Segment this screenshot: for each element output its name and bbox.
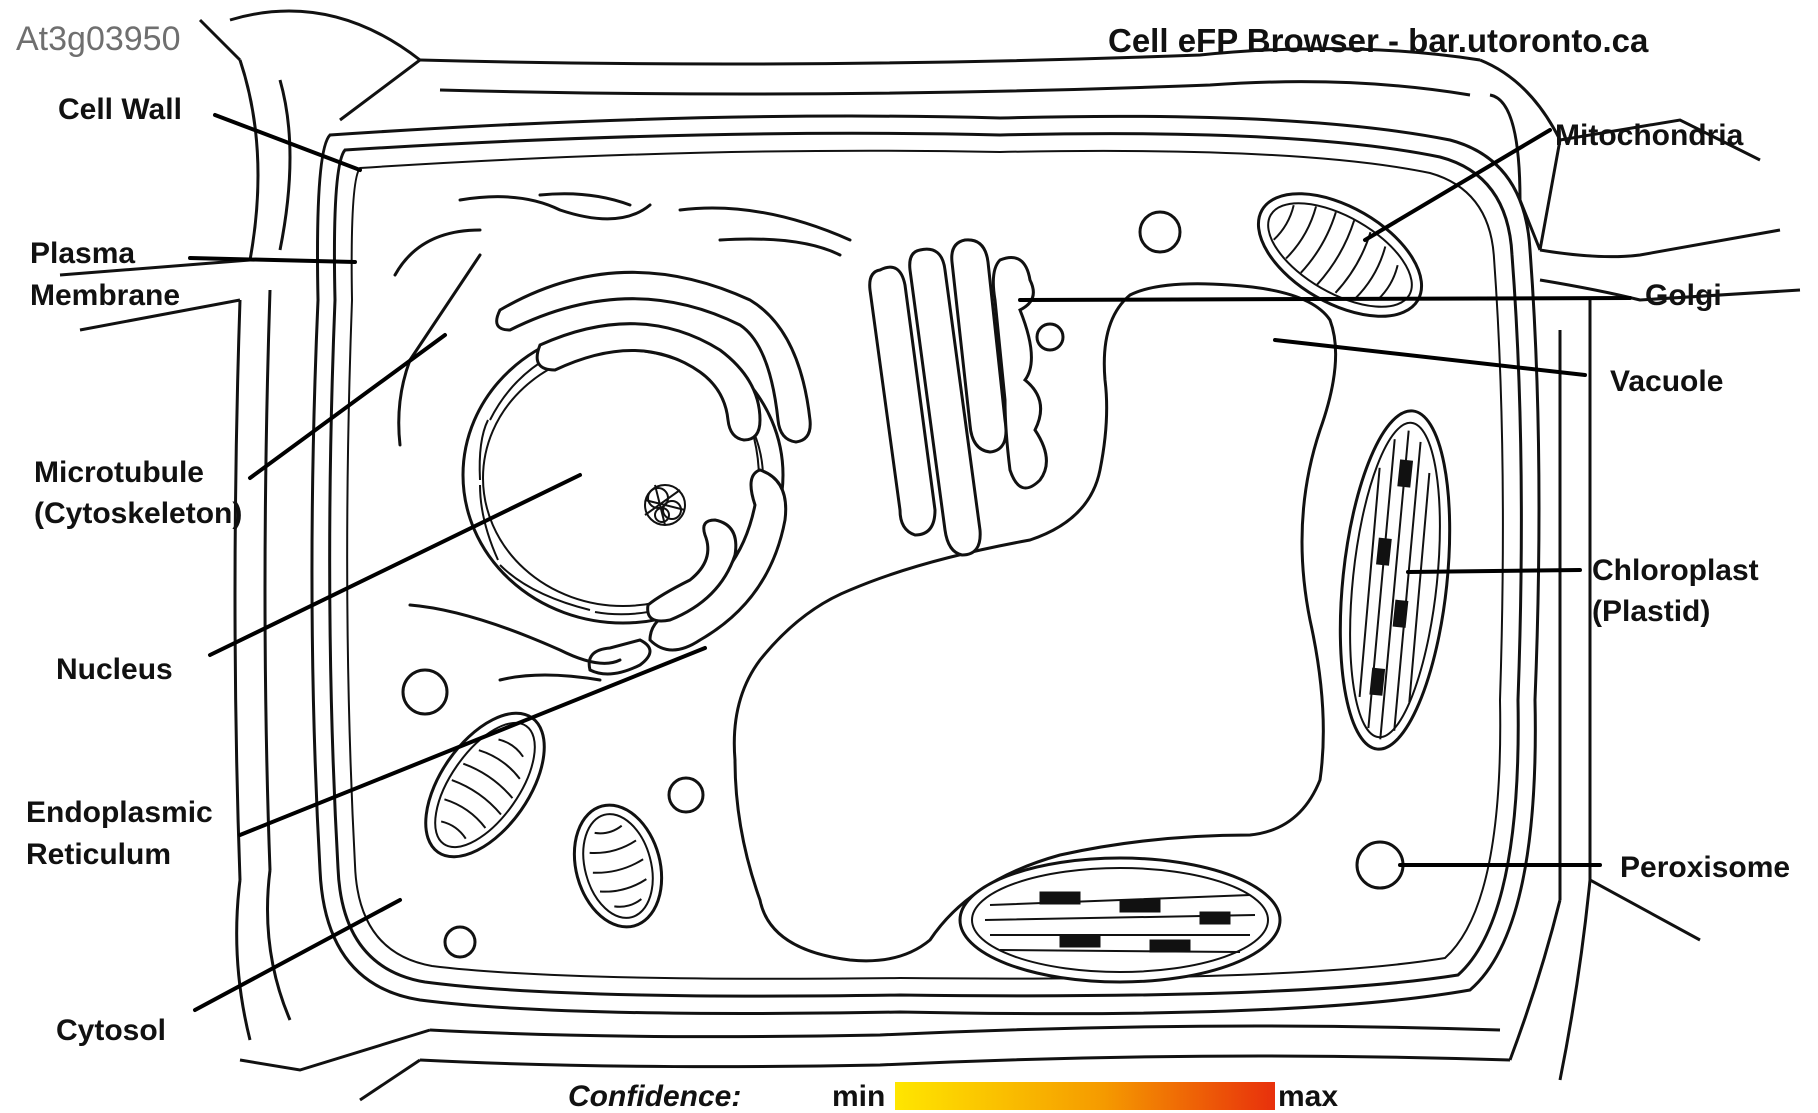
- legend-min: min: [832, 1080, 885, 1113]
- legend-max: max: [1278, 1080, 1338, 1113]
- golgi-apparatus: [870, 240, 1063, 555]
- label-nucleus: Nucleus: [56, 653, 173, 686]
- er-cisternae: [497, 272, 811, 674]
- legend-caption: Confidence:: [568, 1080, 741, 1113]
- label-er-1: Endoplasmic: [26, 796, 213, 829]
- microtubules: [395, 194, 850, 680]
- legend-gradient-bar: [895, 1082, 1275, 1110]
- label-vacuole: Vacuole: [1610, 365, 1723, 398]
- label-golgi: Golgi: [1645, 279, 1722, 312]
- label-cytosol: Cytosol: [56, 1014, 166, 1047]
- label-plasma-2: Membrane: [30, 279, 180, 312]
- nucleolus: [645, 485, 685, 525]
- label-cell-wall: Cell Wall: [58, 93, 182, 126]
- chloroplasts: [960, 405, 1464, 982]
- label-chloroplast-2: (Plastid): [1592, 595, 1710, 628]
- gene-id: At3g03950: [16, 20, 181, 58]
- label-mitochondria: Mitochondria: [1555, 119, 1744, 152]
- confidence-legend: Confidence: min max: [568, 1080, 1338, 1113]
- label-microtubule-2: (Cytoskeleton): [34, 497, 242, 530]
- browser-title: Cell eFP Browser - bar.utoronto.ca: [1108, 22, 1649, 59]
- label-er-2: Reticulum: [26, 838, 171, 871]
- label-peroxisome: Peroxisome: [1620, 851, 1790, 884]
- vacuole: [734, 284, 1335, 961]
- label-microtubule-1: Microtubule: [34, 456, 204, 489]
- label-chloroplast-1: Chloroplast: [1592, 554, 1759, 587]
- label-plasma-1: Plasma: [30, 237, 135, 270]
